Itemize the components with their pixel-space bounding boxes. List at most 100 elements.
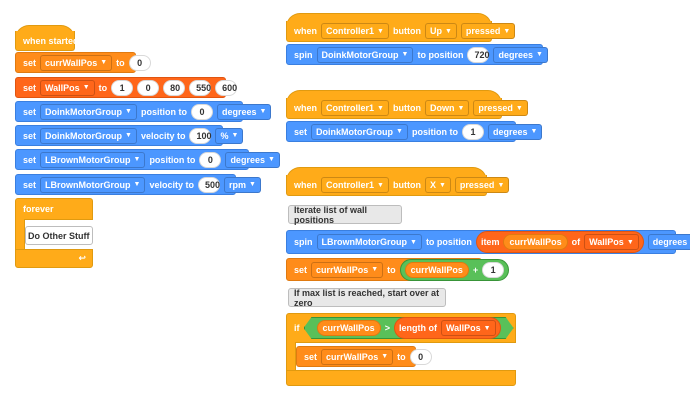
variable-reporter[interactable]: currWallPos [404, 261, 469, 278]
set-label: set [23, 130, 37, 141]
if-arm [286, 342, 296, 372]
dropdown-arrow-icon: ▼ [626, 238, 634, 246]
dropdown-arrow-icon: ▼ [231, 132, 239, 139]
addition-operator[interactable]: currWallPos + 1 [399, 258, 510, 281]
value-input[interactable]: 0 [128, 54, 151, 71]
state-name: pressed [478, 103, 513, 113]
variable-dropdown[interactable]: currWallPos▼ [321, 348, 394, 365]
state-dropdown[interactable]: pressed▼ [454, 177, 510, 193]
list-item-input[interactable]: 0 [137, 79, 160, 96]
when-controller-x-block[interactable]: when Controller1▼ button X▼ pressed▼ [286, 175, 510, 196]
dropdown-arrow-icon: ▼ [483, 324, 491, 332]
motor-name: LBrownMotorGroup [321, 237, 407, 247]
unit-dropdown[interactable]: degrees▼ [225, 151, 280, 168]
unit-name: degrees [492, 126, 528, 137]
property-label: velocity to [140, 130, 186, 141]
dropdown-arrow-icon: ▼ [444, 27, 452, 35]
motor-dropdown[interactable]: LBrownMotorGroup▼ [40, 151, 146, 168]
unit-dropdown[interactable]: degrees▼ [493, 46, 548, 63]
motor-dropdown[interactable]: LBrownMotorGroup▼ [40, 176, 146, 193]
when-controller-up-block[interactable]: when Controller1▼ button Up▼ pressed▼ [286, 21, 516, 42]
set-doink-position-block[interactable]: set DoinkMotorGroup▼ position to 0 degre… [15, 101, 272, 122]
spin-label: spin [294, 237, 313, 247]
forever-block[interactable]: forever [15, 198, 93, 220]
length-of-list-reporter[interactable]: length of WallPos▼ [394, 317, 501, 339]
list-item-input[interactable]: 1 [111, 79, 134, 96]
motor-dropdown[interactable]: DoinkMotorGroup▼ [316, 46, 414, 63]
value-input[interactable]: 1 [461, 123, 484, 140]
set-label: set [294, 126, 308, 137]
unit-dropdown[interactable]: degrees▼ [647, 234, 690, 250]
dropdown-arrow-icon: ▼ [259, 108, 267, 115]
motor-dropdown[interactable]: DoinkMotorGroup▼ [311, 123, 408, 140]
list-dropdown[interactable]: WallPos▼ [584, 234, 639, 250]
spin-lbrown-block[interactable]: spin LBrownMotorGroup▼ to position item … [286, 230, 690, 254]
set-doink-velocity-block[interactable]: set DoinkMotorGroup▼ velocity to 100 %▼ [15, 125, 244, 146]
unit-dropdown[interactable]: degrees▼ [487, 123, 543, 140]
to-label: to [387, 264, 396, 275]
variable-reporter[interactable]: currWallPos [317, 320, 381, 336]
value-input[interactable]: 100 [189, 127, 212, 144]
list-item-input[interactable]: 550 [189, 79, 211, 96]
set-currwallpos-zero-block[interactable]: set currWallPos▼ to 0 [296, 346, 432, 367]
dropdown-arrow-icon: ▼ [125, 108, 132, 115]
set-currwallpos-increment-block[interactable]: set currWallPos▼ to currWallPos + 1 [286, 258, 510, 281]
property-label: position to [149, 154, 196, 165]
greater-than-operator[interactable]: currWallPos > length of WallPos▼ [304, 317, 514, 339]
state-dropdown[interactable]: pressed▼ [460, 23, 516, 39]
set-doink-position-block[interactable]: set DoinkMotorGroup▼ position to 1 degre… [286, 121, 543, 142]
if-block[interactable]: if currWallPos > length of WallPos▼ then [286, 313, 537, 343]
state-dropdown[interactable]: pressed▼ [473, 100, 528, 116]
motor-dropdown[interactable]: LBrownMotorGroup▼ [316, 234, 422, 250]
motor-dropdown[interactable]: DoinkMotorGroup▼ [40, 127, 137, 144]
value-input[interactable]: 500 [197, 176, 220, 193]
motor-name: DoinkMotorGroup [316, 126, 394, 137]
comment-block[interactable]: If max list is reached, start over at ze… [288, 288, 446, 308]
variable-dropdown[interactable]: currWallPos▼ [311, 261, 384, 278]
set-label: set [23, 179, 37, 190]
controller-dropdown[interactable]: Controller1▼ [321, 177, 389, 193]
list-dropdown[interactable]: WallPos▼ [40, 79, 95, 96]
value-input[interactable]: 0 [409, 348, 432, 365]
dropdown-arrow-icon: ▼ [133, 181, 141, 188]
when-controller-down-block[interactable]: when Controller1▼ button Down▼ pressed▼ [286, 98, 528, 119]
forever-footer: ↩ [15, 249, 93, 268]
list-item-input[interactable]: 80 [163, 79, 186, 96]
dropdown-arrow-icon: ▼ [248, 181, 256, 188]
dropdown-arrow-icon: ▼ [125, 132, 132, 139]
value-input[interactable]: 0 [190, 103, 213, 120]
controller-dropdown[interactable]: Controller1▼ [321, 100, 389, 116]
dropdown-arrow-icon: ▼ [100, 59, 108, 66]
value-input[interactable]: 0 [199, 151, 222, 168]
spin-label: spin [294, 49, 313, 60]
set-lbrown-position-block[interactable]: set LBrownMotorGroup▼ position to 0 degr… [15, 149, 280, 170]
set-label: set [294, 264, 308, 275]
comment-block[interactable]: Iterate list of wall positions [288, 205, 402, 225]
item-of-list-reporter[interactable]: item currWallPos of WallPos▼ [475, 231, 644, 253]
unit-dropdown[interactable]: degrees▼ [216, 103, 272, 120]
set-currwallpos-block[interactable]: set currWallPos▼ to 0 [15, 52, 151, 73]
comment-block[interactable]: Do Other Stuff [25, 226, 93, 245]
variable-reporter[interactable]: currWallPos [503, 234, 568, 250]
variable-dropdown[interactable]: currWallPos▼ [40, 54, 113, 71]
when-started-block[interactable]: when started [15, 31, 79, 51]
button-dropdown[interactable]: Down▼ [424, 100, 470, 116]
unit-dropdown[interactable]: %▼ [215, 127, 244, 144]
motor-dropdown[interactable]: DoinkMotorGroup▼ [40, 103, 137, 120]
set-wallpos-block[interactable]: set WallPos▼ to 1 0 80 550 600 [15, 77, 237, 98]
value-input[interactable]: 1 [482, 261, 505, 278]
button-label: button [392, 103, 421, 113]
unit-dropdown[interactable]: rpm▼ [223, 176, 261, 193]
list-dropdown[interactable]: WallPos▼ [441, 320, 496, 336]
spin-doink-block[interactable]: spin DoinkMotorGroup▼ to position 720 de… [286, 44, 560, 65]
to-label: to [397, 351, 406, 362]
when-label: when [294, 103, 318, 113]
set-label: set [23, 106, 37, 117]
set-lbrown-velocity-block[interactable]: set LBrownMotorGroup▼ velocity to 500 rp… [15, 174, 261, 195]
list-item-input[interactable]: 600 [215, 79, 237, 96]
value-input[interactable]: 720 [467, 46, 489, 63]
dropdown-arrow-icon: ▼ [377, 104, 384, 112]
controller-dropdown[interactable]: Controller1▼ [321, 23, 389, 39]
button-dropdown[interactable]: X▼ [424, 177, 451, 193]
button-dropdown[interactable]: Up▼ [424, 23, 457, 39]
